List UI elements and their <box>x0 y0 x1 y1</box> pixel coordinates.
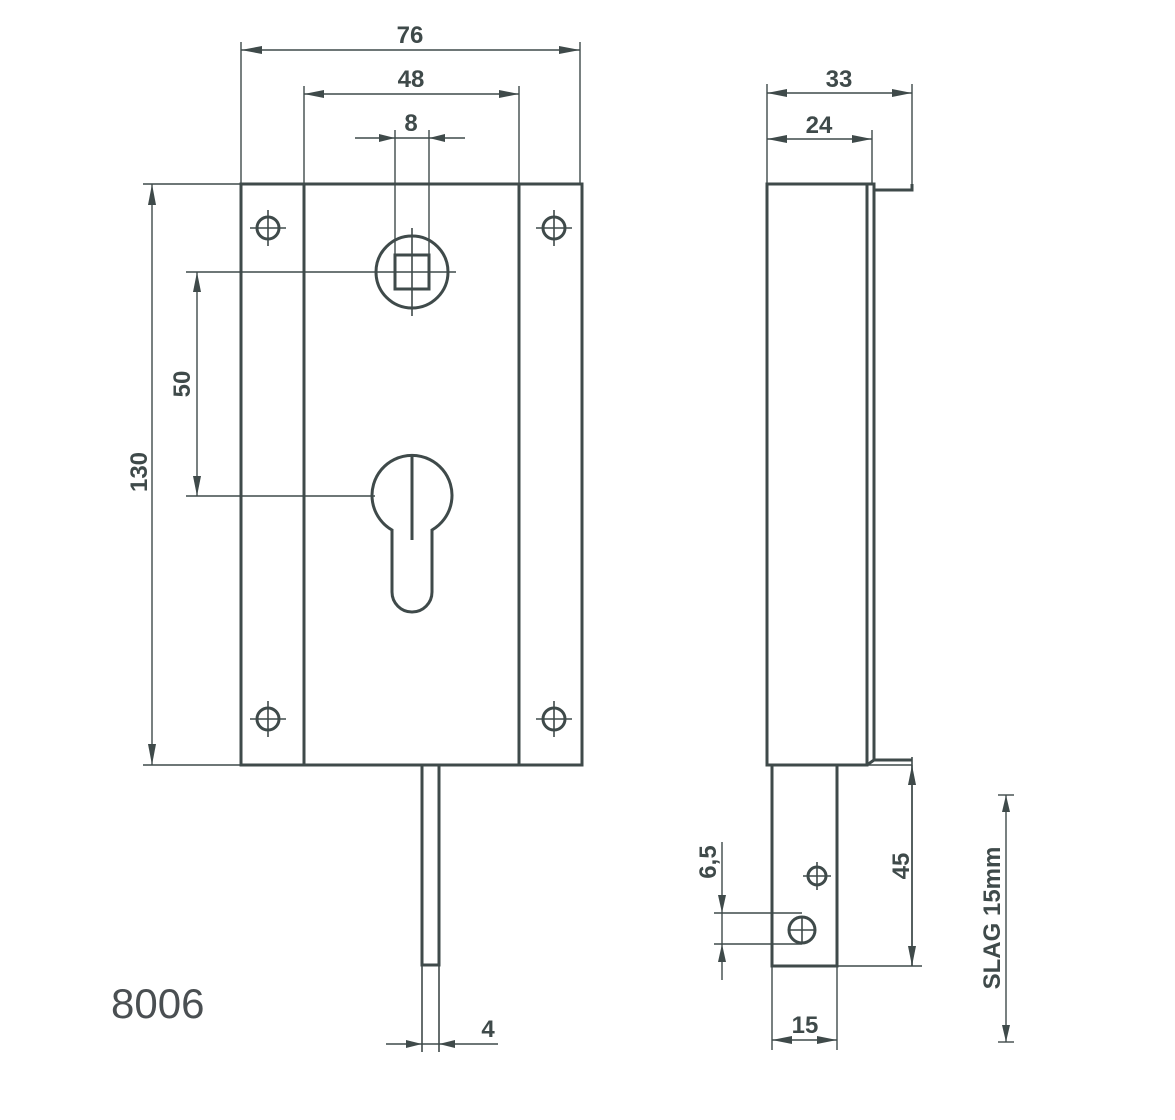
dim-bolt-depth-label: 15 <box>792 1012 819 1039</box>
dim-spindle-slot: 8 <box>355 110 465 255</box>
side-body-outline <box>765 182 869 767</box>
bolt-rod <box>420 763 441 1052</box>
dim-overall-depth-label: 33 <box>826 66 853 93</box>
dim-bolt-width: 4 <box>386 1016 498 1048</box>
dim-hole-offset: 6,5 <box>695 842 802 980</box>
mounting-hole-bottom-left <box>250 701 286 737</box>
stroke-label: SLAG 15mm <box>979 847 1006 990</box>
dim-overall-depth: 33 <box>766 66 913 184</box>
dim-center-distance-label: 50 <box>169 371 196 398</box>
dim-body-depth-label: 24 <box>806 112 833 139</box>
dim-center-distance: 50 <box>169 271 375 497</box>
mounting-hole-bottom-right <box>536 701 572 737</box>
mounting-hole-top-right <box>536 210 572 246</box>
dim-bolt-height-label: 45 <box>888 853 915 880</box>
side-view: 33 24 45 6,5 <box>695 66 1014 1050</box>
dim-height-label: 130 <box>126 452 153 492</box>
dim-faceplate-width-label: 48 <box>398 66 425 93</box>
cylinder-hole <box>370 453 454 614</box>
front-housing-outline <box>239 182 584 767</box>
spindle-hole <box>362 228 456 316</box>
bolt-hole-upper <box>803 862 831 890</box>
dim-overall-width-label: 76 <box>397 22 424 49</box>
dim-bolt-depth: 15 <box>771 966 838 1050</box>
dim-overall-width: 76 <box>240 22 581 184</box>
dim-bolt-height: 45 <box>888 765 916 966</box>
dim-bolt-width-label: 4 <box>481 1016 495 1043</box>
dim-stroke: SLAG 15mm <box>979 794 1014 1043</box>
bolt-hole-lower <box>787 915 817 945</box>
side-faceplate-profile <box>866 182 914 767</box>
dim-faceplate-width: 48 <box>303 66 520 184</box>
front-view: 76 48 8 130 <box>126 22 584 1052</box>
dim-body-depth: 24 <box>767 112 873 184</box>
model-number: 8006 <box>111 980 205 1027</box>
dim-spindle-slot-label: 8 <box>404 110 417 137</box>
dim-hole-offset-label: 6,5 <box>695 845 722 878</box>
mounting-hole-top-left <box>250 210 286 246</box>
dim-height: 130 <box>126 183 241 766</box>
